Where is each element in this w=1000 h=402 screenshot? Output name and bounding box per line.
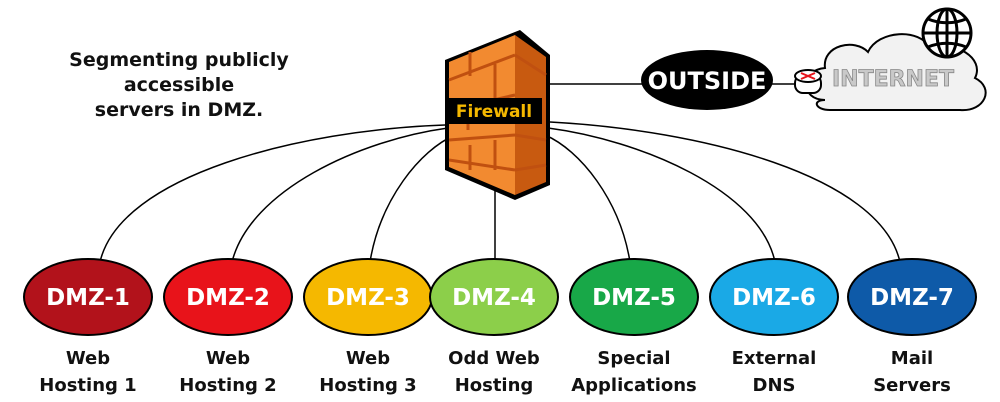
dmz-ellipse	[163, 258, 293, 336]
dmz-node-2: DMZ-2	[163, 258, 293, 336]
dmz-ellipse	[23, 258, 153, 336]
dmz-id-label: DMZ-6	[732, 285, 816, 311]
dmz-id-label: DMZ-3	[326, 285, 410, 311]
dmz-description-line-1: External	[731, 348, 817, 369]
dmz-node-7: DMZ-7	[847, 258, 977, 336]
dmz-node-1: DMZ-1	[23, 258, 153, 336]
dmz-description-line-1: Odd Web	[448, 348, 540, 369]
dmz-description-line-2: Applications	[571, 375, 697, 396]
dmz-ellipse	[709, 258, 839, 336]
dmz-id-label: DMZ-2	[186, 285, 270, 311]
outside-node: OUTSIDE	[641, 50, 773, 110]
dmz-ellipse	[569, 258, 699, 336]
dmz-description-line-2: Hosting 3	[319, 375, 417, 396]
dmz-node-5: DMZ-5	[569, 258, 699, 336]
outside-label: OUTSIDE	[648, 67, 767, 95]
dmz-description-line-2: Hosting	[454, 375, 534, 396]
globe-icon	[921, 7, 973, 59]
dmz-node-4: DMZ-4	[429, 258, 559, 336]
dmz-id-label: DMZ-1	[46, 285, 130, 311]
firewall-icon: Firewall	[445, 30, 550, 200]
dmz-nodes: DMZ-1 DMZ-2 DMZ-3 DMZ-4 DMZ-5 DMZ-6 DMZ-7	[23, 258, 977, 336]
internet-label: INTERNET	[832, 67, 954, 92]
router-icon	[794, 69, 822, 94]
dmz-description-line-2: Servers	[873, 375, 951, 396]
firewall-label: Firewall	[456, 102, 532, 122]
caption-line-2: servers in DMZ.	[94, 99, 264, 121]
dmz-id-label: DMZ-7	[870, 285, 954, 311]
dmz-node-3: DMZ-3	[303, 258, 433, 336]
link-dmz-1	[99, 124, 446, 263]
dmz-description-line-2: Hosting 2	[179, 375, 277, 396]
dmz-description-line-1: Special	[597, 348, 671, 369]
dmz-description-line-1: Web	[205, 348, 251, 369]
dmz-description-line-1: Mail	[890, 348, 934, 369]
dmz-description-line-2: DNS	[752, 375, 796, 396]
dmz-ellipse	[429, 258, 559, 336]
dmz-id-label: DMZ-5	[592, 285, 676, 311]
link-dmz-3	[369, 134, 456, 263]
caption-line-1: Segmenting publicly accessible	[69, 49, 289, 96]
link-dmz-7	[549, 121, 901, 263]
dmz-node-6: DMZ-6	[709, 258, 839, 336]
dmz-description-line-1: Web	[65, 348, 111, 369]
diagram-caption: Segmenting publicly accessible servers i…	[14, 48, 344, 123]
link-dmz-6	[547, 127, 776, 263]
link-dmz-2	[231, 127, 449, 263]
dmz-description-line-2: Hosting 1	[39, 375, 137, 396]
dmz-ellipse	[847, 258, 977, 336]
dmz-id-label: DMZ-4	[452, 285, 536, 311]
dmz-description-line-1: Web	[345, 348, 391, 369]
link-dmz-5	[544, 134, 631, 263]
